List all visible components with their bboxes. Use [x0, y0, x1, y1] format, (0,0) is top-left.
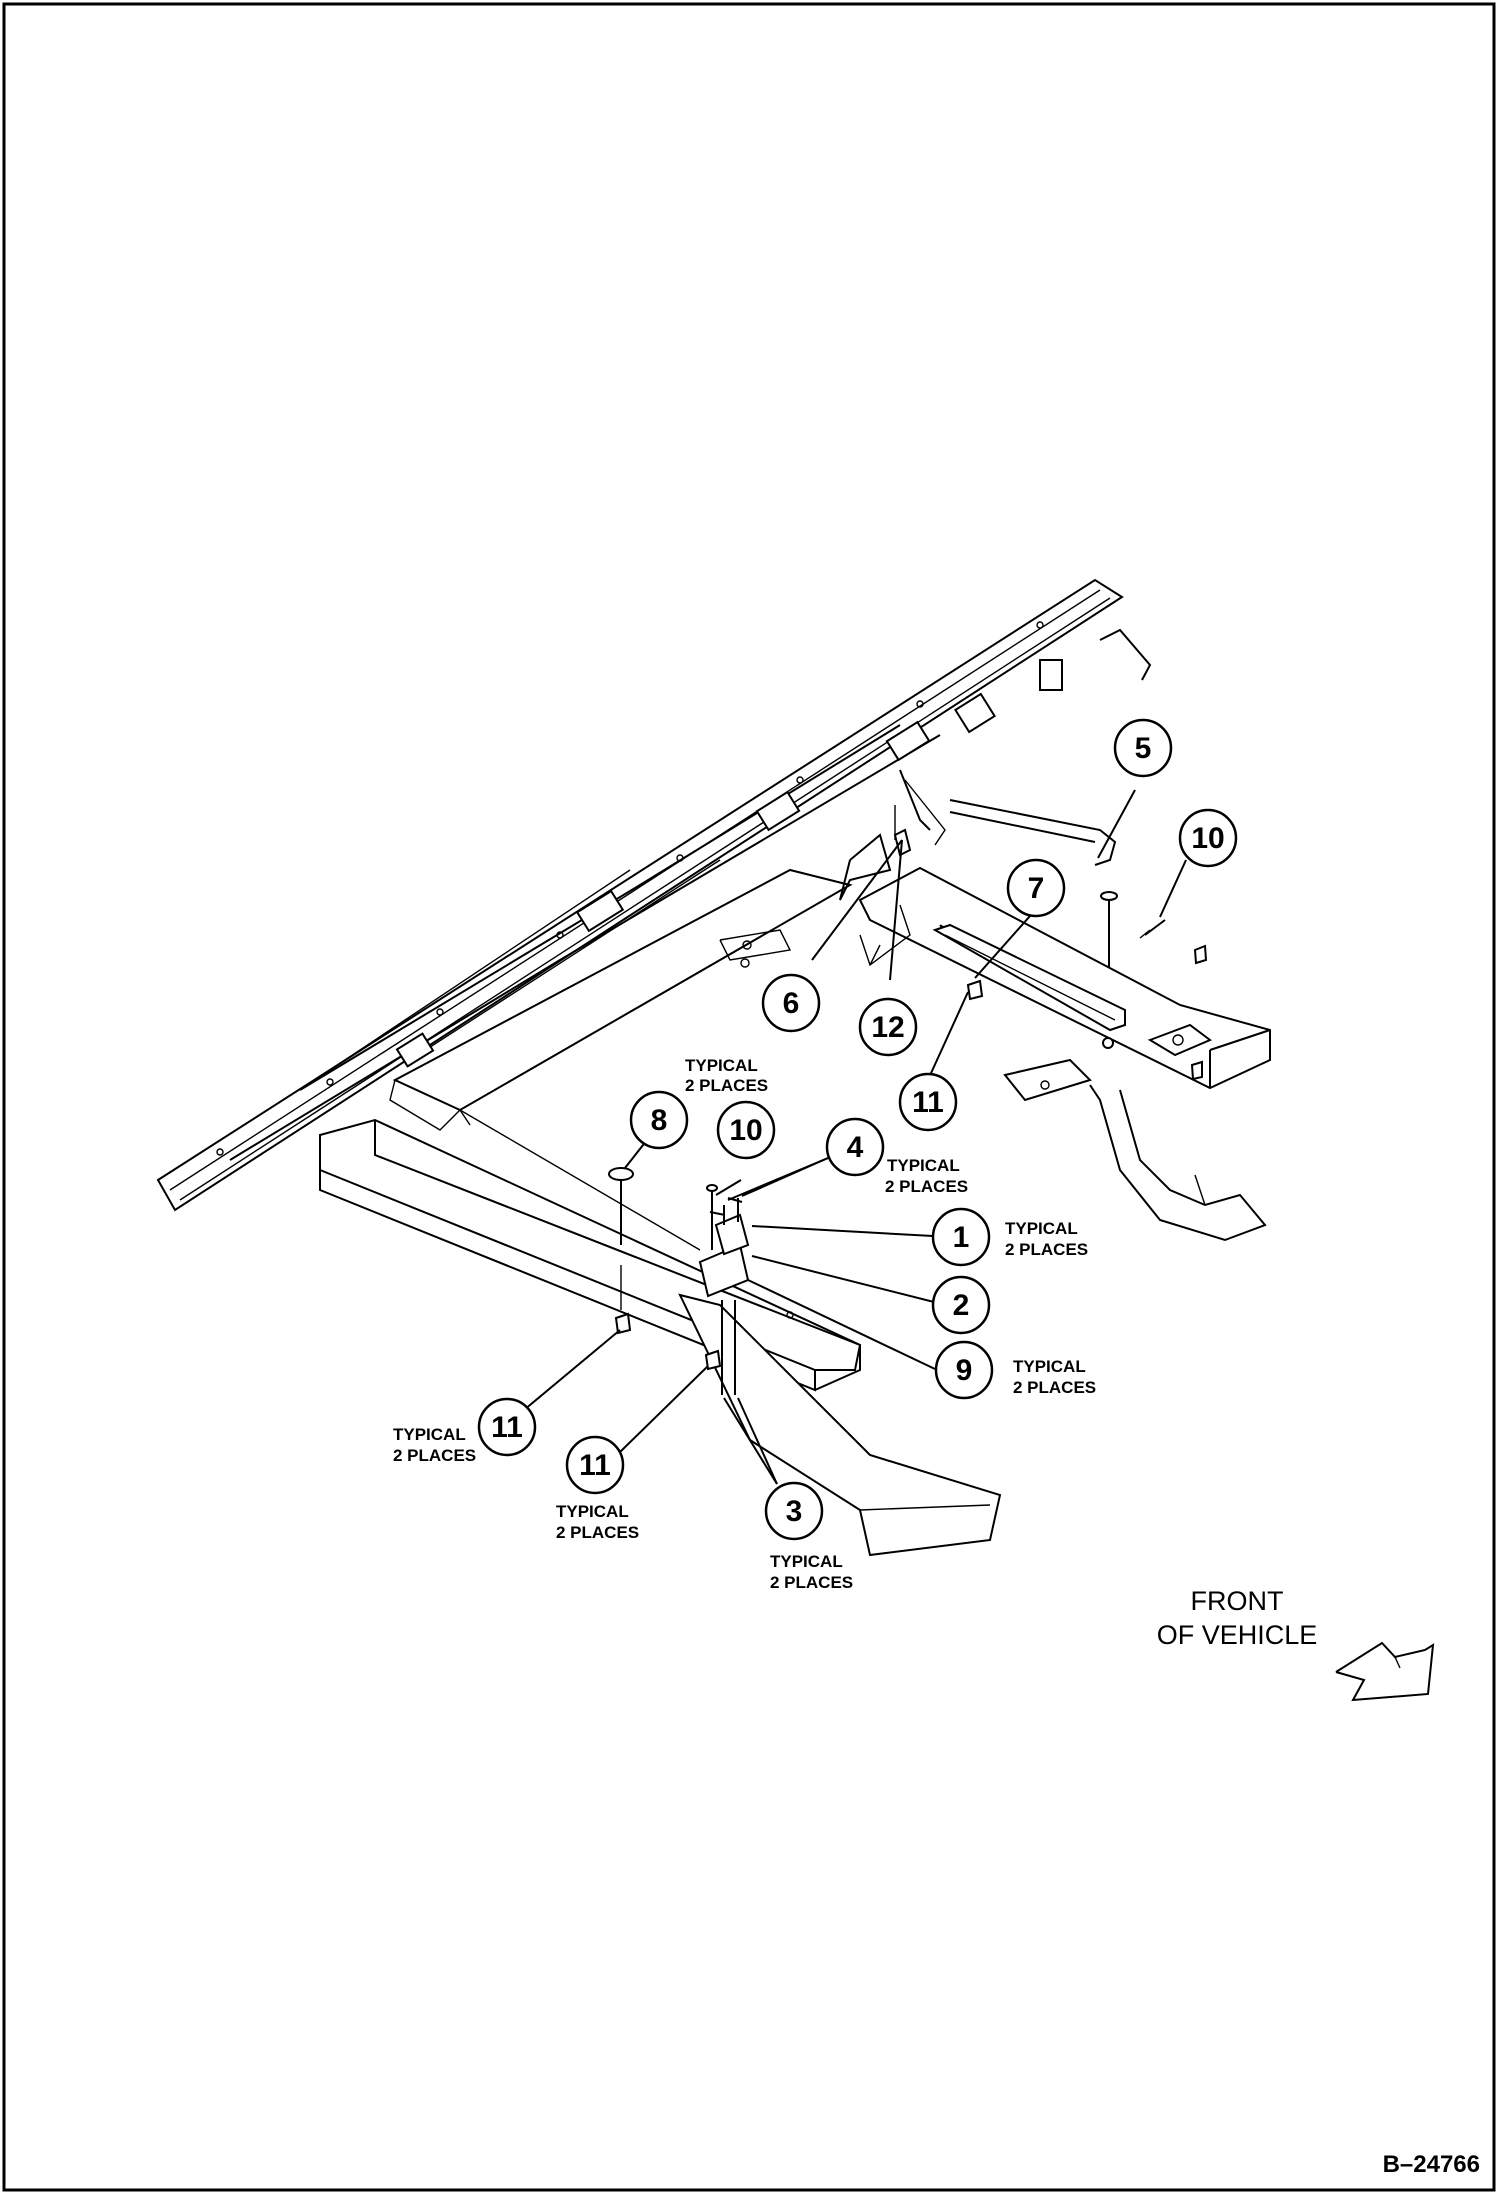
callout-10-top: 10	[1178, 808, 1238, 868]
callout-8: 8	[629, 1090, 689, 1150]
note-typical-11-mid-line1: TYPICAL	[556, 1502, 629, 1521]
note-typical-9-line2: 2 PLACES	[1013, 1378, 1096, 1397]
main-cross-member	[319, 1109, 1002, 1557]
canopy-assembly	[156, 578, 1152, 1212]
callout-11-left: 11	[477, 1397, 537, 1457]
of-vehicle-label: OF VEHICLE	[1157, 1620, 1318, 1650]
note-typical-11-mid: TYPICAL 2 PLACES	[556, 1502, 639, 1542]
callout-5-label: 5	[1135, 732, 1152, 765]
callout-9-label: 9	[956, 1354, 973, 1387]
callout-1: 1	[931, 1207, 991, 1267]
callout-8-label: 8	[651, 1104, 668, 1137]
callout-5: 5	[1113, 718, 1173, 778]
callout-7-label: 7	[1028, 872, 1045, 905]
callout-11-left-label: 11	[491, 1411, 523, 1444]
note-typical-3-line1: TYPICAL	[770, 1552, 843, 1571]
callout-2: 2	[931, 1275, 991, 1335]
note-typical-4-line2: 2 PLACES	[885, 1177, 968, 1196]
callout-10-lower: 10	[716, 1100, 776, 1160]
callout-6-label: 6	[783, 987, 800, 1020]
note-typical-11-left-line2: 2 PLACES	[393, 1446, 476, 1465]
callout-1-label: 1	[953, 1221, 970, 1254]
note-typical-11-mid-line2: 2 PLACES	[556, 1523, 639, 1542]
note-typical-rear-line1: TYPICAL	[685, 1056, 758, 1075]
note-typical-3: TYPICAL 2 PLACES	[770, 1552, 853, 1592]
rear-cross-member	[389, 833, 892, 1131]
callout-4: 4	[825, 1117, 885, 1177]
callout-11-mid: 11	[565, 1435, 625, 1495]
callout-3: 3	[764, 1481, 824, 1541]
note-typical-1-line1: TYPICAL	[1005, 1219, 1078, 1238]
callout-12-label: 12	[871, 1011, 904, 1044]
callout-11-mid-label: 11	[579, 1449, 611, 1482]
note-typical-rear-line2: 2 PLACES	[685, 1076, 768, 1095]
front-frame	[858, 779, 1271, 1242]
note-typical-4-line1: TYPICAL	[887, 1156, 960, 1175]
note-typical-11-left-line1: TYPICAL	[393, 1425, 466, 1444]
callouts: 5 10 7 6 12 11 8 10	[477, 718, 1238, 1541]
typical-notes: TYPICAL 2 PLACES TYPICAL 2 PLACES TYPICA…	[393, 1056, 1096, 1592]
note-typical-1: TYPICAL 2 PLACES	[1005, 1219, 1088, 1259]
note-typical-9: TYPICAL 2 PLACES	[1013, 1357, 1096, 1397]
callout-12: 12	[858, 997, 918, 1057]
callout-3-label: 3	[786, 1495, 803, 1528]
note-typical-11-left: TYPICAL 2 PLACES	[393, 1425, 476, 1465]
note-typical-9-line1: TYPICAL	[1013, 1357, 1086, 1376]
callout-7: 7	[1006, 858, 1066, 918]
document-number: B–24766	[1383, 2151, 1480, 2178]
front-label: FRONT	[1191, 1586, 1284, 1616]
callout-10-top-label: 10	[1191, 822, 1224, 855]
callout-9: 9	[934, 1340, 994, 1400]
front-of-vehicle-indicator: FRONT OF VEHICLE	[1157, 1586, 1438, 1702]
note-typical-rear: TYPICAL 2 PLACES	[685, 1056, 768, 1095]
note-typical-3-line2: 2 PLACES	[770, 1573, 853, 1592]
note-typical-4: TYPICAL 2 PLACES	[885, 1156, 968, 1196]
callout-11-top: 11	[898, 1072, 958, 1132]
leader-lines	[523, 789, 1187, 1485]
callout-10-lower-label: 10	[729, 1114, 762, 1147]
callout-4-label: 4	[847, 1131, 864, 1164]
callout-11-top-label: 11	[912, 1086, 944, 1119]
note-typical-1-line2: 2 PLACES	[1005, 1240, 1088, 1259]
callout-6: 6	[761, 973, 821, 1033]
callout-2-label: 2	[953, 1289, 970, 1322]
direction-arrow-icon	[1335, 1641, 1438, 1702]
